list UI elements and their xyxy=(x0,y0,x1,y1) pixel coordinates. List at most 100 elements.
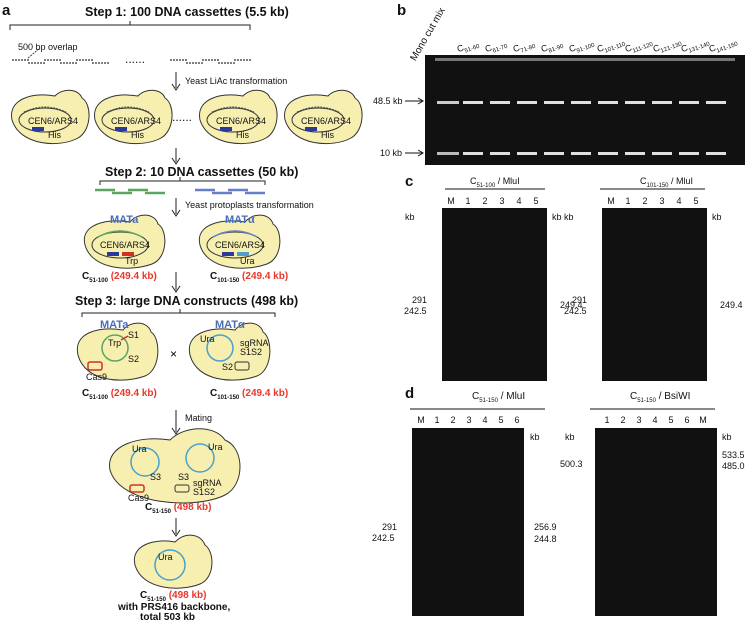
band-244: 244.8 xyxy=(534,534,557,544)
s3-label: S3 xyxy=(150,472,162,482)
cen-label: CEN6/ARS4 xyxy=(216,116,267,126)
lane-label: 4 xyxy=(482,415,488,425)
s1-label: S1 xyxy=(128,330,140,340)
gel-band xyxy=(652,101,672,104)
ura-label: Ura xyxy=(132,444,147,454)
gel-c-right xyxy=(602,208,707,381)
trp-label: Trp xyxy=(108,338,122,348)
kb-label: kb xyxy=(552,212,562,222)
cas9-label: Cas9 xyxy=(86,372,108,382)
marker-10: 10 kb xyxy=(380,148,403,158)
band-485: 485.0 xyxy=(722,461,745,471)
gel-b xyxy=(425,55,745,165)
c51-100-label: C51-100 (249.4 kb) xyxy=(82,271,157,284)
lane-label: 6 xyxy=(684,415,690,425)
lane-label: 4 xyxy=(652,415,658,425)
mata-label: MATa xyxy=(110,214,139,226)
his-label: His xyxy=(131,130,144,140)
gel-band xyxy=(706,101,726,104)
kb-label: kb xyxy=(712,212,722,222)
cen-label: CEN6/ARS4 xyxy=(111,116,162,126)
marker-291: 291 xyxy=(382,522,398,532)
d-left-title: C51-150 / MluI xyxy=(472,391,526,404)
gel-band xyxy=(598,152,618,155)
gel-band xyxy=(544,152,564,155)
protoplast-label: Yeast protoplasts transformation xyxy=(185,200,314,210)
lane-label: M xyxy=(607,196,615,206)
s2-label: S2 xyxy=(128,354,140,364)
cen-label: CEN6/ARS4 xyxy=(28,116,79,126)
marker-242: 242.5 xyxy=(372,533,395,543)
overlap-label: 500 bp overlap xyxy=(18,42,78,52)
s2-label: S2 xyxy=(222,362,234,372)
gel-band xyxy=(625,152,645,155)
his-label: His xyxy=(48,130,61,140)
lane-label: M xyxy=(447,196,455,206)
lane-label: 3 xyxy=(659,196,665,206)
lane-label: 3 xyxy=(636,415,642,425)
panel-a-letter: a xyxy=(2,2,11,19)
lane-label: 5 xyxy=(693,196,699,206)
s1s2-label: S1S2 xyxy=(240,347,263,357)
lane-label: 1 xyxy=(434,415,440,425)
gel-band xyxy=(490,101,510,104)
matalpha-label: MATα xyxy=(225,214,255,226)
his-label: His xyxy=(236,130,249,140)
lane-label: 1 xyxy=(465,196,471,206)
gel-band xyxy=(490,152,510,155)
band-533: 533.5 xyxy=(722,450,745,460)
cas9-label: Cas9 xyxy=(128,493,150,503)
kb-label: kb xyxy=(564,212,574,222)
lane-label: 4 xyxy=(676,196,682,206)
sgrna-label: sgRNA xyxy=(193,478,222,488)
step3-title: Step 3: large DNA constructs (498 kb) xyxy=(75,294,299,308)
trp-label: Trp xyxy=(125,256,139,266)
band-249: 249.4 xyxy=(720,300,743,310)
gel-band xyxy=(517,101,537,104)
lane-label: 5 xyxy=(498,415,504,425)
marker-291: 291 xyxy=(572,295,588,305)
lane-label: 5 xyxy=(668,415,674,425)
marker-242: 242.5 xyxy=(564,306,587,316)
lane-label: M xyxy=(699,415,707,425)
c-left-title: C51-100 / MluI xyxy=(470,176,520,189)
kb-label: kb xyxy=(530,432,540,442)
lane-label: M xyxy=(417,415,425,425)
lane-label: 5 xyxy=(533,196,539,206)
ura-label: Ura xyxy=(158,552,173,562)
mata-label-2: MATa xyxy=(100,319,129,331)
gel-band xyxy=(625,101,645,104)
backbone-label-1: with PRS416 backbone, xyxy=(118,602,231,613)
gel-c-left xyxy=(442,208,547,381)
cen-label: CEN6/ARS4 xyxy=(100,240,151,250)
cen-label: CEN6/ARS4 xyxy=(215,240,266,250)
step1-title: Step 1: 100 DNA cassettes (5.5 kb) xyxy=(85,5,289,19)
band-500: 500.3 xyxy=(560,459,583,469)
ura-label: Ura xyxy=(200,334,215,344)
s1s2-label: S1S2 xyxy=(193,487,216,497)
kb-label: kb xyxy=(722,432,732,442)
lane-label: 6 xyxy=(514,415,520,425)
lane-label: 2 xyxy=(482,196,488,206)
gel-band xyxy=(463,101,483,104)
mating-label: Mating xyxy=(185,413,213,423)
c51-150-final-label: C51-150 (498 kb) xyxy=(140,590,207,603)
gel-band xyxy=(679,101,699,104)
gel-d-right xyxy=(595,428,717,616)
c-right-title: C101-150 / MluI xyxy=(640,176,694,189)
ura-label: Ura xyxy=(240,256,255,266)
svg-text:×: × xyxy=(170,347,177,361)
panel-c-letter: c xyxy=(405,173,414,190)
dots-1: ...... xyxy=(125,52,146,66)
his-label: His xyxy=(321,130,334,140)
marker-291: 291 xyxy=(412,295,428,305)
band-249: 249.4 xyxy=(560,300,583,310)
c51-100-label-2: C51-100 (249.4 kb) xyxy=(82,388,157,401)
gel-band xyxy=(571,152,591,155)
kb-label: kb xyxy=(405,212,415,222)
gel-band xyxy=(652,152,672,155)
dots-2: ...... xyxy=(172,110,193,124)
